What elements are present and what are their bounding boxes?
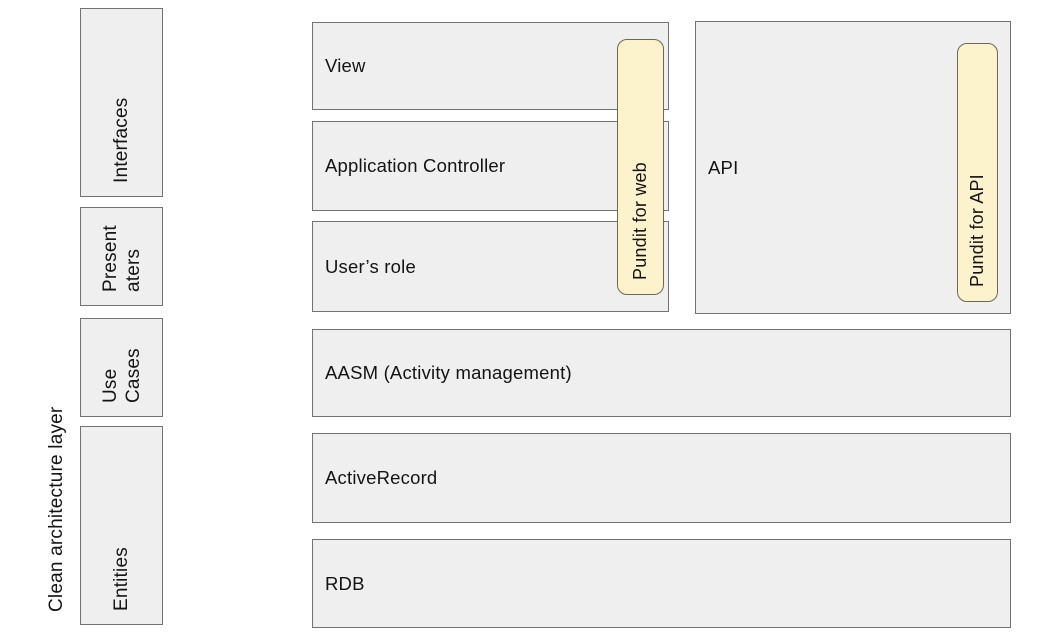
- component-label-aasm: AASM (Activity management): [325, 362, 572, 383]
- component-box-rdb: RDB: [312, 539, 1011, 628]
- axis-caption-text: Clean architecture layer: [45, 406, 67, 612]
- component-box-activerecord: ActiveRecord: [312, 433, 1011, 523]
- layer-box-use-cases: Use Cases: [80, 318, 163, 417]
- layer-box-entities: Entities: [80, 426, 163, 625]
- component-box-view: View: [312, 22, 669, 110]
- layer-box-interfaces: Interfaces: [80, 8, 163, 197]
- overlay-label-pundit-for-api: Pundit for API: [967, 174, 987, 287]
- component-box-application-controller: Application Controller: [312, 121, 669, 211]
- overlay-pill-pundit-for-web: Pundit for web: [617, 39, 664, 295]
- component-label-users-role: User’s role: [325, 255, 416, 277]
- layer-label-entities: Entities: [111, 547, 132, 611]
- layer-label-presenters: Present aters: [99, 225, 144, 292]
- component-label-api: API: [708, 156, 739, 178]
- layer-label-interfaces: Interfaces: [111, 97, 132, 183]
- component-label-rdb: RDB: [325, 572, 365, 594]
- component-label-application-controller: Application Controller: [325, 155, 506, 176]
- component-label-activerecord: ActiveRecord: [325, 467, 438, 488]
- component-box-aasm: AASM (Activity management): [312, 329, 1011, 417]
- component-box-users-role: User’s role: [312, 221, 669, 312]
- layer-label-use-cases: Use Cases: [99, 348, 144, 403]
- axis-caption: Clean architecture layer: [40, 8, 72, 625]
- overlay-label-pundit-for-web: Pundit for web: [630, 162, 650, 280]
- overlay-pill-pundit-for-api: Pundit for API: [957, 43, 998, 302]
- component-label-view: View: [325, 55, 366, 76]
- layer-box-presenters: Present aters: [80, 207, 163, 306]
